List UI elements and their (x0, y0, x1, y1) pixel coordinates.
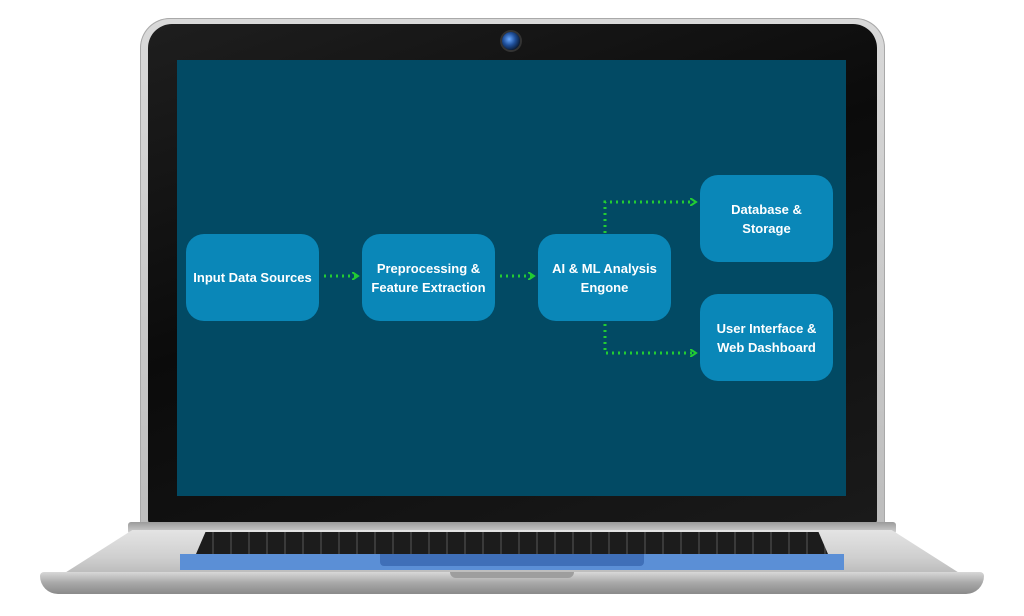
laptop-notch (450, 572, 574, 578)
webcam-icon (502, 32, 520, 50)
edge-ai-to-database (603, 202, 695, 233)
node-input-data-sources: Input Data Sources (186, 234, 319, 321)
edge-ai-to-user-interface (603, 324, 695, 353)
laptop-keyboard (196, 532, 828, 554)
laptop-trackpad (380, 554, 644, 566)
node-database-storage: Database & Storage (700, 175, 833, 262)
node-user-interface: User Interface & Web Dashboard (700, 294, 833, 381)
node-preprocessing: Preprocessing & Feature Extraction (362, 234, 495, 321)
diagram-edges (324, 60, 846, 496)
node-ai-ml-engine: AI & ML Analysis Engone (538, 234, 671, 321)
laptop-base-edge (40, 572, 984, 594)
laptop-screen: Input Data Sources Preprocessing & Featu… (177, 60, 846, 496)
